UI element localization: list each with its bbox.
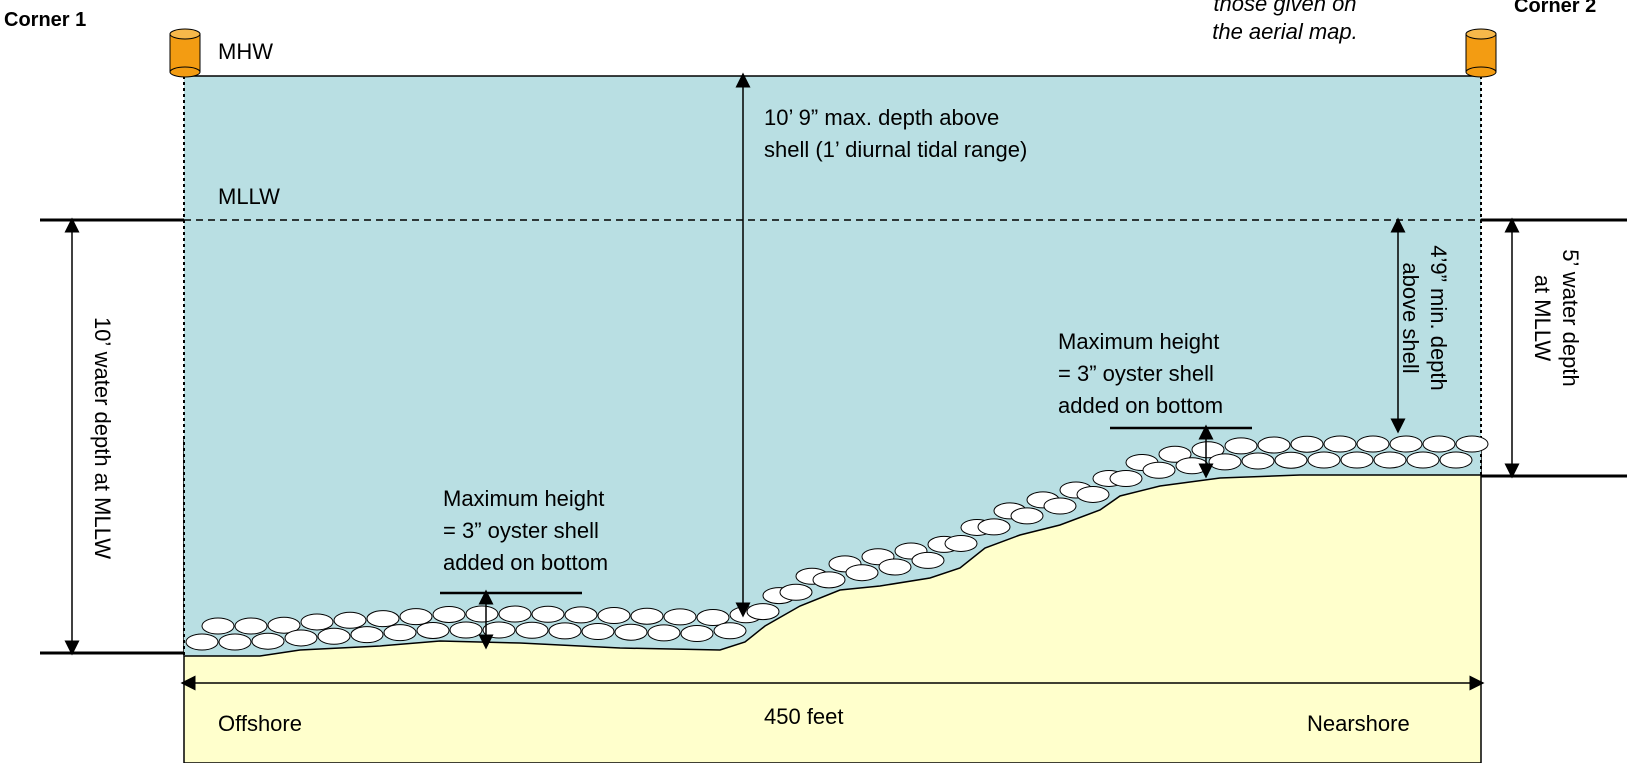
oyster-shell xyxy=(1356,435,1390,453)
oyster-shell xyxy=(515,621,549,639)
oyster-shell xyxy=(845,564,879,582)
oyster-shell xyxy=(614,623,648,641)
oyster-shell xyxy=(977,518,1011,536)
oyster-shell xyxy=(1406,451,1440,469)
corner1-marker-icon xyxy=(169,28,201,78)
oyster-shell xyxy=(1455,435,1489,453)
oyster-shell xyxy=(1208,453,1242,471)
oyster-shell xyxy=(300,613,334,631)
oyster-shell xyxy=(498,605,532,623)
offshore-label: Offshore xyxy=(218,711,302,736)
mhw-label: MHW xyxy=(218,39,273,64)
oyster-shell xyxy=(647,624,681,642)
oyster-shell xyxy=(548,622,582,640)
right-depth-label-line1: 5’ water depth xyxy=(1558,249,1583,387)
shell-right-label-line2: = 3” oyster shell xyxy=(1058,361,1214,386)
oyster-shell xyxy=(350,626,384,644)
corner1-label: Corner 1 xyxy=(4,9,87,31)
oyster-shell xyxy=(944,534,978,552)
max-depth-label-line1: 10’ 9” max. depth above xyxy=(764,105,1000,130)
oyster-shell xyxy=(251,632,285,650)
shell-left-label-line1: Maximum height xyxy=(443,486,605,511)
aerial-note-line2: the aerial map. xyxy=(1212,19,1358,44)
oyster-shell xyxy=(779,583,813,601)
oyster-shell xyxy=(680,625,714,643)
oyster-shell xyxy=(366,610,400,628)
oyster-shell xyxy=(234,617,268,635)
oyster-shell xyxy=(465,605,499,623)
oyster-shell xyxy=(317,627,351,645)
oyster-shell xyxy=(1340,451,1374,469)
right-depth-label-line2: at MLLW xyxy=(1530,274,1555,362)
oyster-shell xyxy=(482,621,516,639)
left-depth-label: 10’ water depth at MLLW xyxy=(90,316,115,560)
oyster-shell xyxy=(1422,435,1456,453)
nearshore-label: Nearshore xyxy=(1307,711,1410,736)
oyster-shell xyxy=(1274,451,1308,469)
oyster-shell xyxy=(1307,451,1341,469)
oyster-shell xyxy=(911,551,945,569)
width-label: 450 feet xyxy=(764,704,844,729)
oyster-shell xyxy=(564,606,598,624)
min-depth-label-line1: 4’9” min. depth xyxy=(1426,245,1451,391)
oyster-shell xyxy=(812,571,846,589)
oyster-shell xyxy=(630,607,664,625)
oyster-shell xyxy=(185,633,219,651)
oyster-shell xyxy=(383,624,417,642)
oyster-shell xyxy=(1142,461,1176,479)
oyster-shell xyxy=(1323,435,1357,453)
oyster-shell xyxy=(746,603,780,621)
oyster-shell xyxy=(284,629,318,647)
oyster-shell xyxy=(218,633,252,651)
oyster-shell xyxy=(1224,437,1258,455)
oyster-shell xyxy=(663,608,697,626)
oyster-shell xyxy=(1109,470,1143,487)
oyster-shell xyxy=(696,609,730,627)
seabed-contour xyxy=(184,474,1481,657)
oyster-shell xyxy=(399,608,433,626)
oyster-shell xyxy=(1389,435,1423,453)
oyster-shell xyxy=(1373,451,1407,469)
oyster-shell xyxy=(201,617,235,635)
oyster-shell xyxy=(1010,507,1044,525)
shell-left-label-line2: = 3” oyster shell xyxy=(443,518,599,543)
oyster-shell xyxy=(1076,485,1110,503)
oyster-shell xyxy=(1290,435,1324,453)
corner2-label: Corner 2 xyxy=(1514,0,1597,17)
corner2-marker-icon xyxy=(1465,28,1497,78)
aerial-note-line1: those given on xyxy=(1213,0,1357,16)
oyster-shell xyxy=(581,623,615,641)
oyster-shell xyxy=(1175,457,1209,475)
shell-right-label-line3: added on bottom xyxy=(1058,393,1224,418)
oyster-shell xyxy=(713,622,747,640)
max-depth-label-line2: shell (1’ diurnal tidal range) xyxy=(764,137,1028,162)
oyster-shell xyxy=(432,605,466,623)
oyster-shell xyxy=(1241,452,1275,470)
mllw-label: MLLW xyxy=(218,184,280,209)
shell-right-label-line1: Maximum height xyxy=(1058,329,1220,354)
oyster-shell xyxy=(531,605,565,623)
shell-left-label-line3: added on bottom xyxy=(443,550,609,575)
oyster-shell xyxy=(1043,497,1077,515)
oyster-shell xyxy=(597,607,631,625)
oyster-shell xyxy=(267,616,301,634)
water-body xyxy=(184,76,1481,656)
oyster-shell xyxy=(449,621,483,639)
oyster-shell xyxy=(333,611,367,629)
oyster-shell xyxy=(1439,451,1473,469)
min-depth-label-line2: above shell xyxy=(1398,262,1423,374)
oyster-shell xyxy=(416,621,450,639)
oyster-shell xyxy=(878,558,912,576)
oyster-shell xyxy=(1257,436,1291,454)
oyster-shell xyxy=(1158,445,1192,463)
